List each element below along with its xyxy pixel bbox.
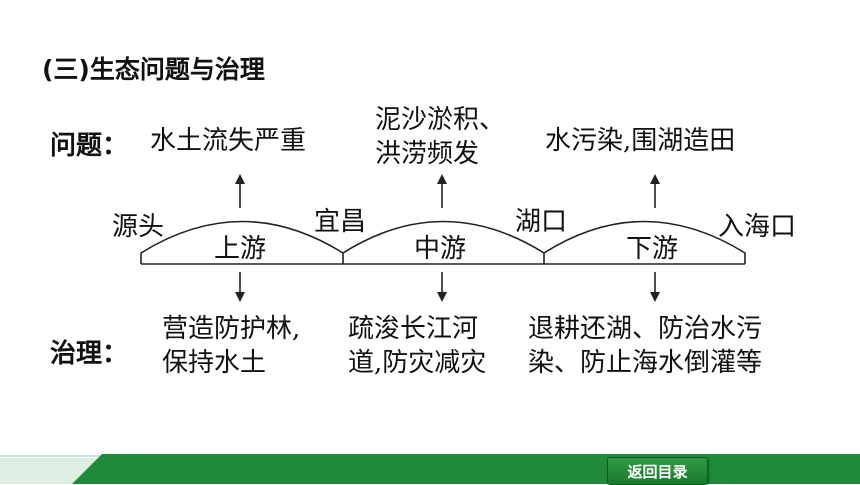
- place-estuary: 入海口: [718, 212, 797, 242]
- segment-middle: 中游: [414, 234, 467, 264]
- down-arrow-lower: [650, 272, 660, 302]
- back-to-contents-button[interactable]: 返回目录: [607, 457, 708, 485]
- governance-middle-line2: 道,防灾减灾: [348, 348, 487, 378]
- governance-row-label: 治理：: [50, 339, 129, 369]
- footer-bar: [0, 454, 860, 484]
- problem-upper: 水土流失严重: [150, 126, 307, 156]
- governance-middle-line1: 疏浚长江河: [348, 314, 479, 344]
- lower-segment-arc: [543, 220, 746, 264]
- governance-upper-line1: 营造防护林,: [162, 314, 301, 344]
- up-arrow-middle: [437, 174, 447, 208]
- down-arrow-middle: [437, 272, 447, 302]
- governance-upper-line2: 保持水土: [162, 348, 267, 378]
- place-yichang: 宜昌: [314, 207, 367, 237]
- problem-middle-line1: 泥沙淤积、: [375, 105, 506, 135]
- problem-lower: 水污染,围湖造田: [545, 126, 736, 156]
- governance-lower-line2: 染、防止海水倒灌等: [528, 348, 763, 378]
- place-hukou: 湖口: [515, 207, 568, 237]
- segment-upper: 上游: [214, 234, 267, 264]
- middle-segment-arc: [342, 220, 545, 264]
- down-arrow-upper: [235, 272, 245, 302]
- section-title: (三)生态问题与治理: [42, 55, 265, 84]
- up-arrow-lower: [650, 174, 660, 208]
- footer-green-band: [72, 454, 860, 484]
- upper-segment-arc: [140, 220, 344, 264]
- place-source: 源头: [112, 212, 165, 242]
- governance-lower-line1: 退耕还湖、防治水污: [528, 314, 763, 344]
- problem-middle-line2: 洪涝频发: [375, 139, 480, 169]
- problem-row-label: 问题：: [50, 131, 129, 161]
- up-arrow-upper: [235, 174, 245, 208]
- segment-lower: 下游: [626, 234, 679, 264]
- footer-light-strip: [0, 458, 100, 484]
